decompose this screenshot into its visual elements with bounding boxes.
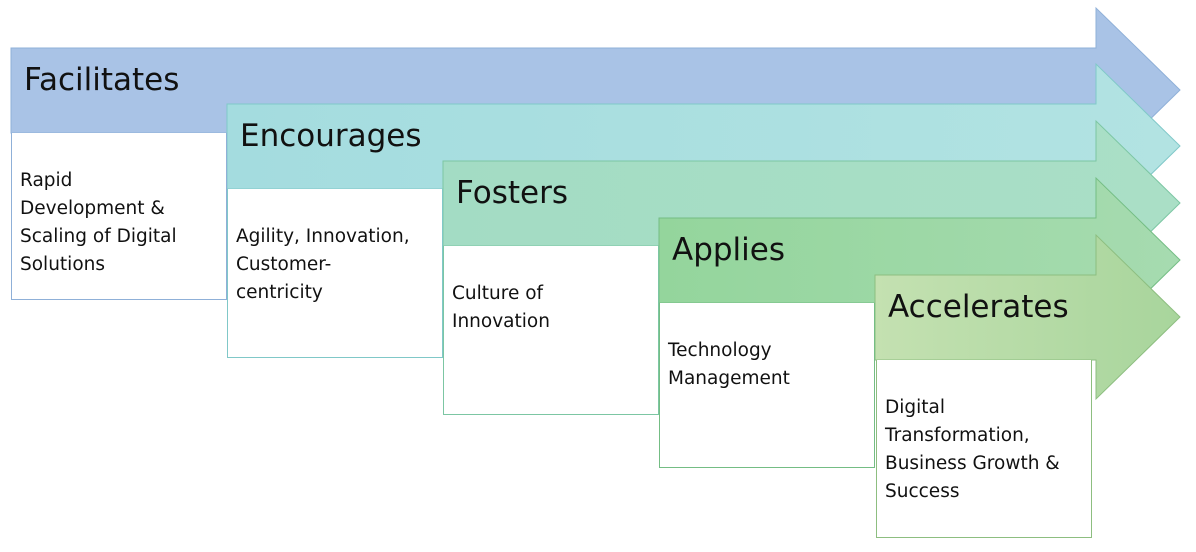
facilitates-title: Facilitates [24,62,180,98]
accelerates-title: Accelerates [888,289,1069,325]
encourages-description: Agility, Innovation, Customer- centricit… [236,226,410,303]
fosters-description: Culture of Innovation [452,283,550,332]
fosters-title: Fosters [456,175,568,211]
facilitates-description: Rapid Development & Scaling of Digital S… [20,170,177,275]
encourages-description-box: Agility, Innovation, Customer- centricit… [227,189,443,358]
applies-description-box: Technology Management [659,303,875,468]
accelerates-description-box: Digital Transformation, Business Growth … [876,360,1092,538]
applies-title: Applies [672,232,786,268]
applies-description: Technology Management [668,340,790,389]
accelerates-description: Digital Transformation, Business Growth … [885,397,1060,502]
facilitates-description-box: Rapid Development & Scaling of Digital S… [11,133,227,300]
encourages-title: Encourages [240,118,422,154]
fosters-description-box: Culture of Innovation [443,246,659,415]
